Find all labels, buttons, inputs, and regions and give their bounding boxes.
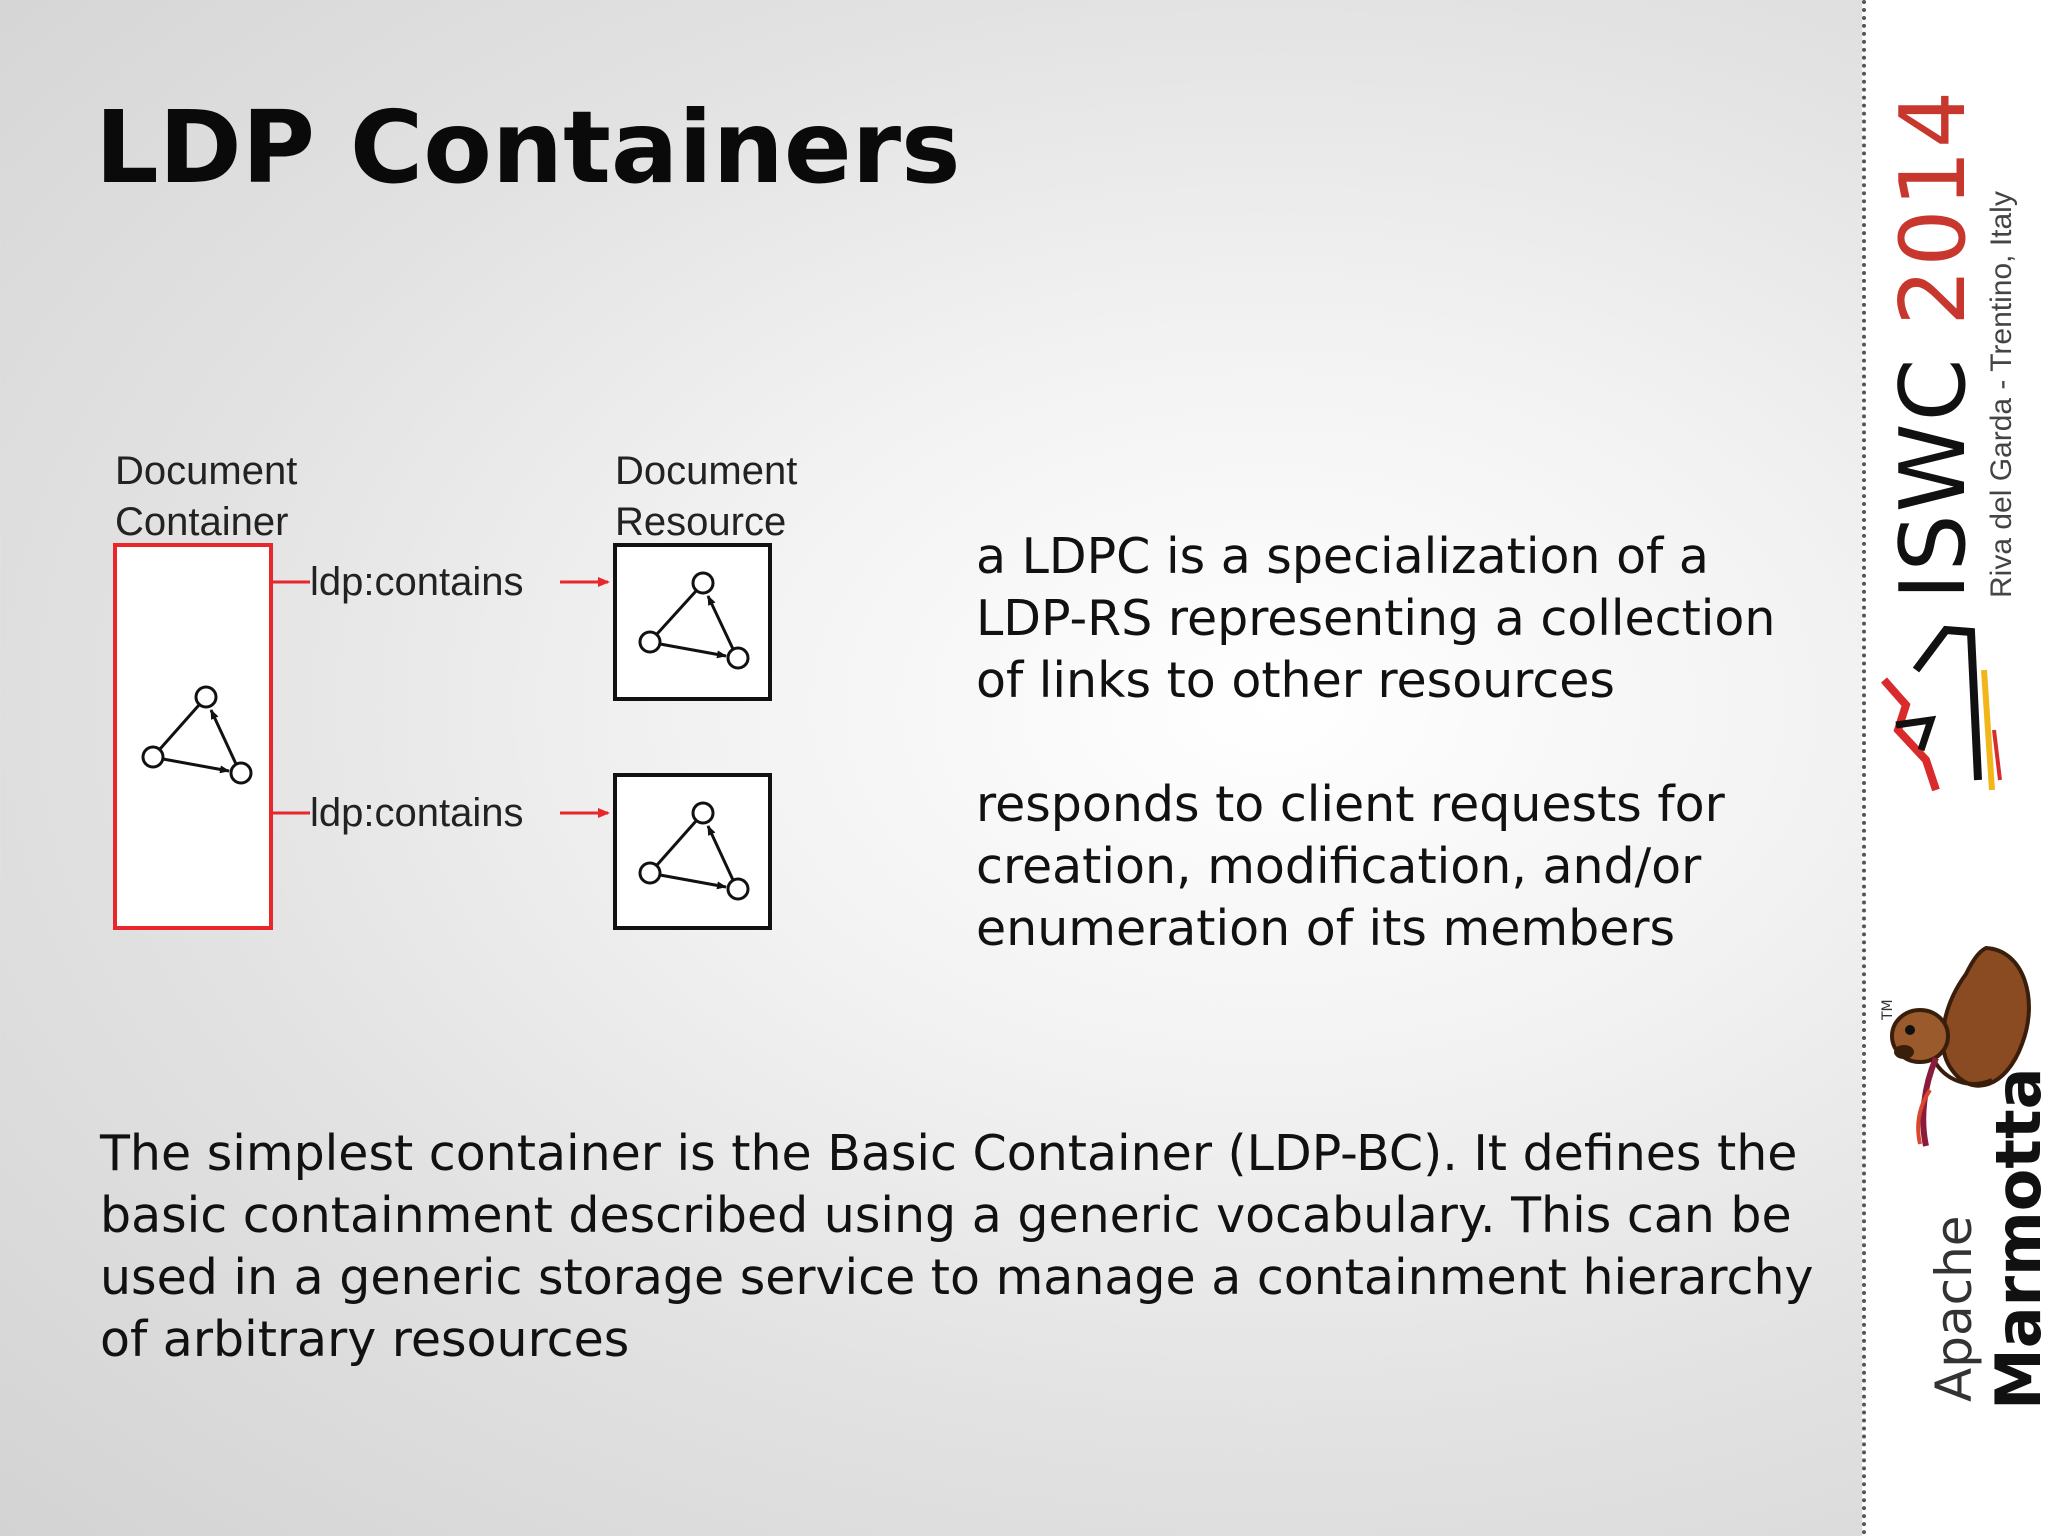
basic-container-paragraph: The simplest container is the Basic Cont… (100, 1123, 1814, 1371)
text-line: LDP-RS representing a collection (976, 590, 1776, 647)
iswc-conference-title: ISWC 2014 (1881, 89, 1986, 600)
text-line: used in a generic storage service to man… (100, 1249, 1814, 1306)
marmotta-mascot-icon (1890, 945, 2031, 1147)
iswc-location: Riva del Garda - Trentino, Italy (1985, 191, 2018, 598)
paragraph-ldpc-definition: a LDPC is a specialization of a LDP-RS r… (976, 526, 1776, 712)
document-resource-box-top (613, 543, 772, 701)
text-line: a LDPC is a specialization of a (976, 528, 1709, 585)
document-container-box (113, 543, 273, 930)
iswc-mountain-logo-icon (1880, 625, 2002, 792)
text-line: of arbitrary resources (100, 1311, 630, 1368)
marmotta-wordmark: Marmotta (1982, 1067, 2048, 1410)
edge-label-bottom: ldp:contains (310, 791, 524, 835)
conference-sidebar: ISWC 2014 Riva del Garda - Trentino, Ita… (1862, 0, 2048, 1536)
iswc-year: 2014 (1881, 88, 1986, 326)
trademark-mark: TM (1880, 999, 1896, 1020)
resource-graph-icon-top (638, 571, 750, 670)
text-line: basic containment described using a gene… (100, 1187, 1792, 1244)
paragraph-ldpc-behaviour: responds to client requests for creation… (976, 774, 1776, 960)
apache-wordmark: Apache (1925, 1215, 1983, 1402)
resource-label-line2: Resource (615, 500, 787, 544)
slide-title: LDP Containers (95, 89, 961, 206)
text-line: responds to client requests for (976, 776, 1725, 833)
resource-graph-icon-bottom (638, 801, 750, 901)
description-text: a LDPC is a specialization of a LDP-RS r… (976, 526, 1776, 960)
resource-label-line1: Document (615, 449, 798, 493)
text-line: enumeration of its members (976, 900, 1676, 957)
edge-label-top: ldp:contains (310, 560, 524, 604)
ldp-container-diagram: Document Container Document Resource ldp… (100, 430, 860, 950)
container-graph-icon (141, 685, 253, 785)
diagram-graphic (113, 543, 772, 930)
text-line: of links to other resources (976, 652, 1615, 709)
container-label-line1: Document (115, 449, 298, 493)
text-line: The simplest container is the Basic Cont… (100, 1125, 1798, 1182)
container-label-line2: Container (115, 500, 289, 544)
document-resource-box-bottom (613, 773, 772, 930)
iswc-prefix: ISWC (1881, 325, 1986, 600)
text-line: creation, modification, and/or (976, 838, 1702, 895)
